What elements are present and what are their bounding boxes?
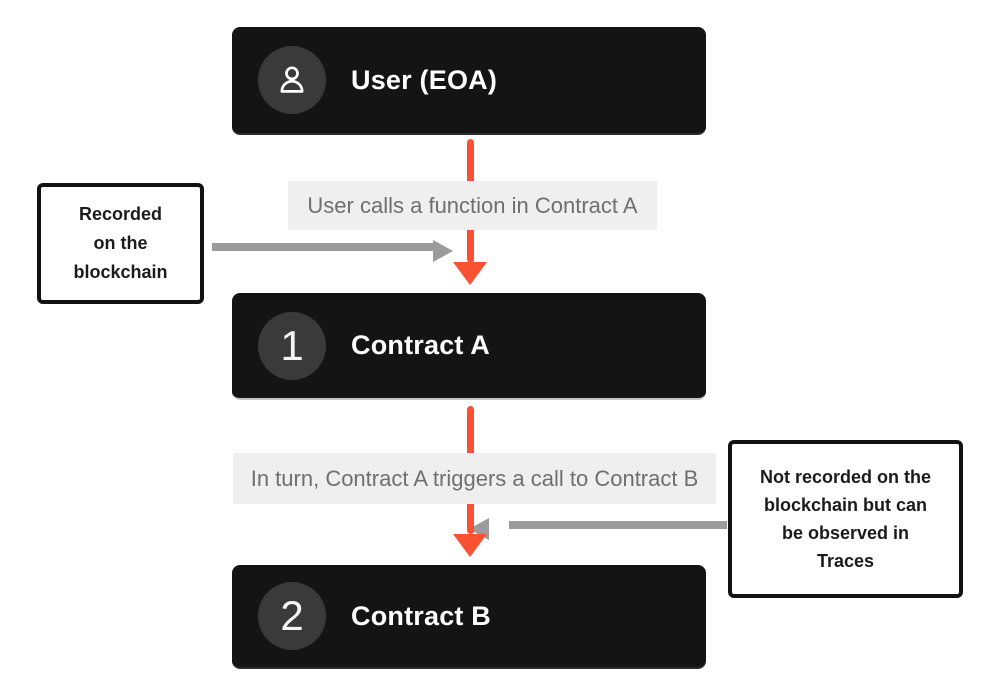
node-contract-a-title: Contract A: [351, 330, 491, 360]
note-line: be observed in: [781, 523, 910, 543]
note-not-recorded-observed-in-traces: Not recorded on the blockchain but can b…: [728, 440, 963, 598]
gray-arrow-recorded-head: [433, 240, 453, 262]
contract-a-step-circle: 1: [258, 311, 326, 380]
flow-label-contract-a-triggers-b: In turn, Contract A triggers a call to C…: [233, 453, 716, 504]
note-line: Traces: [816, 551, 875, 571]
node-user-title: User (EOA): [351, 64, 498, 95]
gray-arrow-not-recorded-line: [509, 521, 727, 529]
note-line: blockchain but can: [763, 495, 928, 515]
user-avatar-circle: [258, 46, 326, 114]
note-line: on the: [93, 233, 148, 253]
step-number: 1: [280, 321, 304, 369]
note-line: Not recorded on the: [759, 467, 931, 487]
note-line: blockchain: [73, 262, 168, 282]
arrow-user-to-contract-a-head: [453, 262, 487, 285]
node-contract-b: 2 Contract B: [232, 565, 706, 669]
note-recorded-on-blockchain: Recorded on the blockchain: [37, 183, 204, 304]
node-user-eoa: User (EOA): [232, 27, 706, 135]
contract-b-step-circle: 2: [258, 582, 326, 650]
note-line: Recorded: [78, 204, 163, 224]
flow-label-user-calls-contract-a: User calls a function in Contract A: [288, 181, 657, 230]
step-number: 2: [280, 592, 304, 639]
arrow-contract-a-to-b-head: [453, 534, 487, 557]
node-contract-a: 1 Contract A: [232, 293, 706, 400]
user-icon: [280, 66, 304, 93]
gray-arrow-recorded-line: [212, 243, 434, 251]
node-contract-b-title: Contract B: [351, 600, 492, 631]
